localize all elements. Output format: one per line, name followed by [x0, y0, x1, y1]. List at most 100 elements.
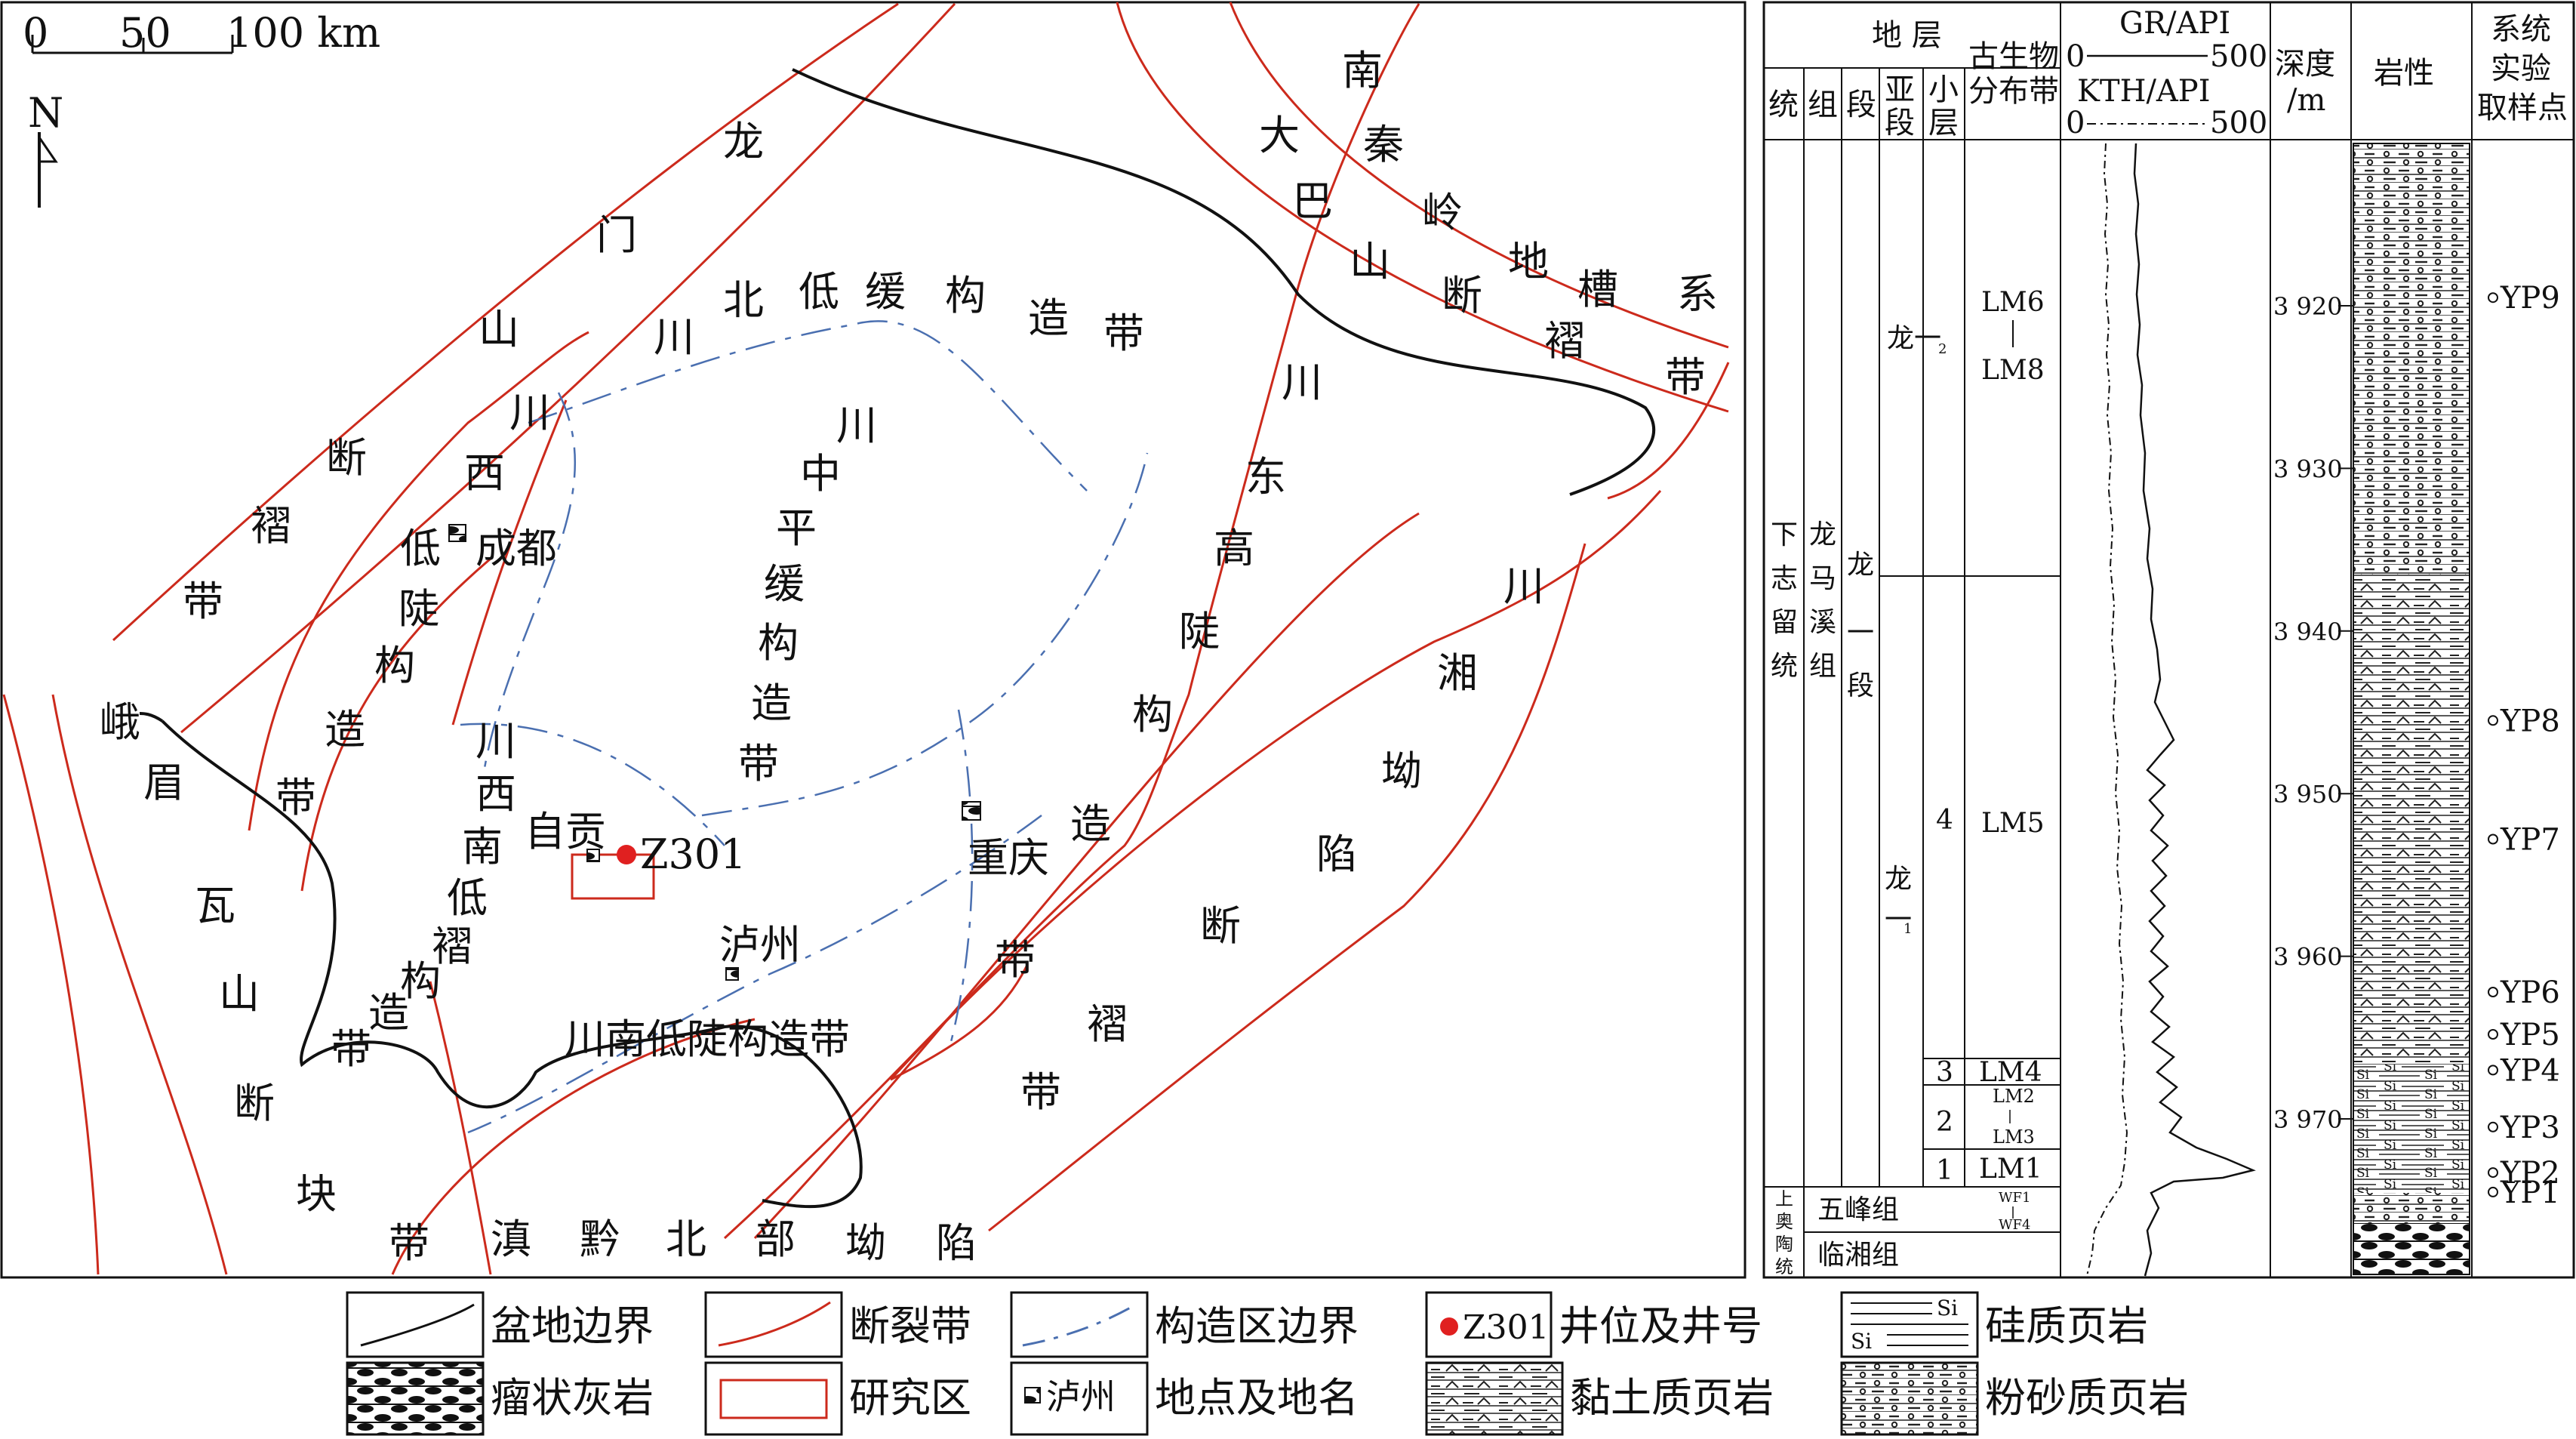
legend-basin: 盆地边界 [346, 1291, 654, 1358]
hdr-samples-1: 系统 [2491, 12, 2551, 47]
hdr-yaduan-1: 亚 [1885, 72, 1915, 107]
hdr-xiaoceng-2: 层 [1928, 106, 1959, 140]
lbl-xinan-1: 川 [475, 717, 516, 765]
bio-wf1: WF1 [1999, 1190, 2030, 1206]
svg-text:龙: 龙 [1885, 864, 1912, 895]
legend-well: Z301 井位及井号 [1425, 1291, 1762, 1358]
lbl-chuanxi-2: 西 [464, 449, 505, 497]
map-panel: 0 50 100 km N [0, 1, 1747, 1279]
study-area [571, 853, 655, 900]
bio-lm2: LM2 [1993, 1086, 2035, 1107]
legend-fault: 断裂带 [704, 1291, 971, 1358]
well-label: Z301 [640, 830, 746, 878]
bio-lm4: LM4 [1979, 1057, 2042, 1088]
sample-marker-0 [2488, 292, 2498, 304]
sample-marker-3 [2488, 986, 2498, 997]
legend-place-text: 泸州 [1046, 1376, 1116, 1417]
svg-text:组: 组 [1809, 651, 1836, 682]
hdr-kth: KTH/API [2077, 74, 2211, 109]
legend-well-dot-icon [1440, 1317, 1458, 1336]
lbl-emei-7: 带 [389, 1219, 429, 1267]
lbl-chuanzhong-1: 川 [836, 402, 877, 449]
legend-study-label: 研究区 [849, 1374, 971, 1422]
svg-text:溪: 溪 [1809, 607, 1836, 638]
depth-label-5: 3 970 [2273, 1105, 2343, 1134]
tong-upper: 下 志 留 统 [1771, 519, 1798, 682]
north-arrow-icon: N [28, 89, 63, 208]
kth-curve [2086, 143, 2128, 1277]
legend-si-2: Si [1851, 1329, 1872, 1354]
sample-marker-7 [2488, 1167, 2498, 1179]
legend-clay-label: 黏土质页岩 [1570, 1374, 1774, 1422]
strat-column: 地 层 统 组 段 亚 段 小 层 古生物 分布带 GR/API 0 500 K… [1762, 1, 2575, 1279]
sample-label-0: YP9 [2500, 281, 2560, 316]
lbl-chuanxi-3: 低 [400, 525, 441, 572]
lbl-dianqian-6: 陷 [936, 1219, 977, 1267]
scale-label-100: 100 km [226, 9, 380, 57]
yaduan-long1-2: 龙一 2 [1887, 323, 1947, 357]
north-label: N [28, 89, 63, 137]
layer-1: 1 [1936, 1155, 1953, 1186]
lbl-chuanxi-4: 陡 [399, 585, 439, 633]
svg-text:一: 一 [1885, 904, 1912, 935]
legend-basin-label: 盆地边界 [491, 1302, 654, 1350]
sample-label-1: YP8 [2500, 704, 2560, 738]
lbl-xinan-3: 南 [462, 823, 503, 870]
lbl-longmen-6: 带 [183, 578, 223, 625]
place-markers: 成都 自贡 泸州 重庆 [448, 524, 1049, 981]
lbl-daba-2: 巴 [1292, 177, 1333, 225]
bio-lm6: LM6 [1981, 287, 2045, 318]
lbl-emei-2: 眉 [143, 759, 184, 806]
lbl-chuanbei-3: 低 [799, 268, 839, 316]
scale-label-0: 0 [23, 9, 48, 57]
lbl-xinan-7: 造 [368, 989, 409, 1037]
lbl-chuanxi-7: 带 [275, 774, 316, 821]
lbl-chuanxiang-6: 褶 [1087, 1000, 1128, 1048]
lbl-emei-1: 峨 [100, 698, 140, 746]
lbl-longmen-3: 山 [479, 306, 519, 353]
svg-text:马: 马 [1809, 563, 1836, 594]
bio-lm8: LM8 [1981, 355, 2045, 386]
legend-silt: 粉砂质页岩 [1840, 1361, 2189, 1436]
hdr-samples-2: 实验 [2491, 51, 2551, 86]
sample-marker-8 [2488, 1186, 2498, 1197]
svg-text:龙: 龙 [1847, 550, 1874, 581]
lbl-chuanxi-6: 造 [325, 706, 365, 753]
legend-silic-label: 硅质页岩 [1985, 1302, 2148, 1350]
bio-wf4: WF4 [1999, 1217, 2030, 1233]
hdr-biozone-2: 分布带 [1968, 74, 2059, 109]
lbl-nanqin-2: 秦 [1363, 121, 1404, 168]
hdr-gr: GR/API [2119, 6, 2230, 41]
svg-text:1: 1 [1904, 921, 1912, 937]
lbl-xinan-4: 低 [447, 874, 488, 922]
lbl-chuanxiang-7: 带 [1020, 1068, 1061, 1116]
lbl-chuandong-2: 东 [1245, 453, 1286, 501]
lbl-xinan-8: 带 [331, 1025, 371, 1073]
svg-text:2: 2 [1938, 341, 1947, 357]
well-dot-icon [617, 845, 636, 864]
legend-place: 泸州 地点及地名 [1010, 1361, 1359, 1436]
gr-curve [2133, 143, 2256, 1277]
lbl-chuanbei-4: 缓 [865, 268, 906, 316]
lbl-chuanxiang-2: 湘 [1437, 649, 1478, 697]
legend-tect-label: 构造区边界 [1155, 1302, 1359, 1350]
sample-label-7: YP2 [2500, 1156, 2560, 1191]
hdr-depth-1: 深度 [2275, 47, 2335, 82]
legend-limestone: 瘤状灰岩 [346, 1361, 654, 1436]
hdr-gr-max: 500 [2210, 39, 2267, 74]
lbl-chuandong-6: 造 [1070, 800, 1111, 848]
tong-lower: 上 奥 陶 统 [1775, 1188, 1793, 1277]
lbl-xinan-6: 构 [400, 957, 441, 1005]
log-curves [2086, 143, 2256, 1277]
hdr-lith: 岩性 [2374, 56, 2434, 91]
lbl-chuanxiang-4: 陷 [1316, 830, 1357, 878]
map-frame [0, 1, 1747, 1279]
lith-clay [2353, 574, 2470, 1065]
svg-text:段: 段 [1847, 670, 1874, 701]
hdr-kth-min: 0 [2066, 106, 2085, 140]
lbl-dianqian-5: 坳 [845, 1219, 886, 1267]
legend-study: 研究区 [704, 1361, 971, 1436]
layer-2: 2 [1936, 1107, 1953, 1138]
